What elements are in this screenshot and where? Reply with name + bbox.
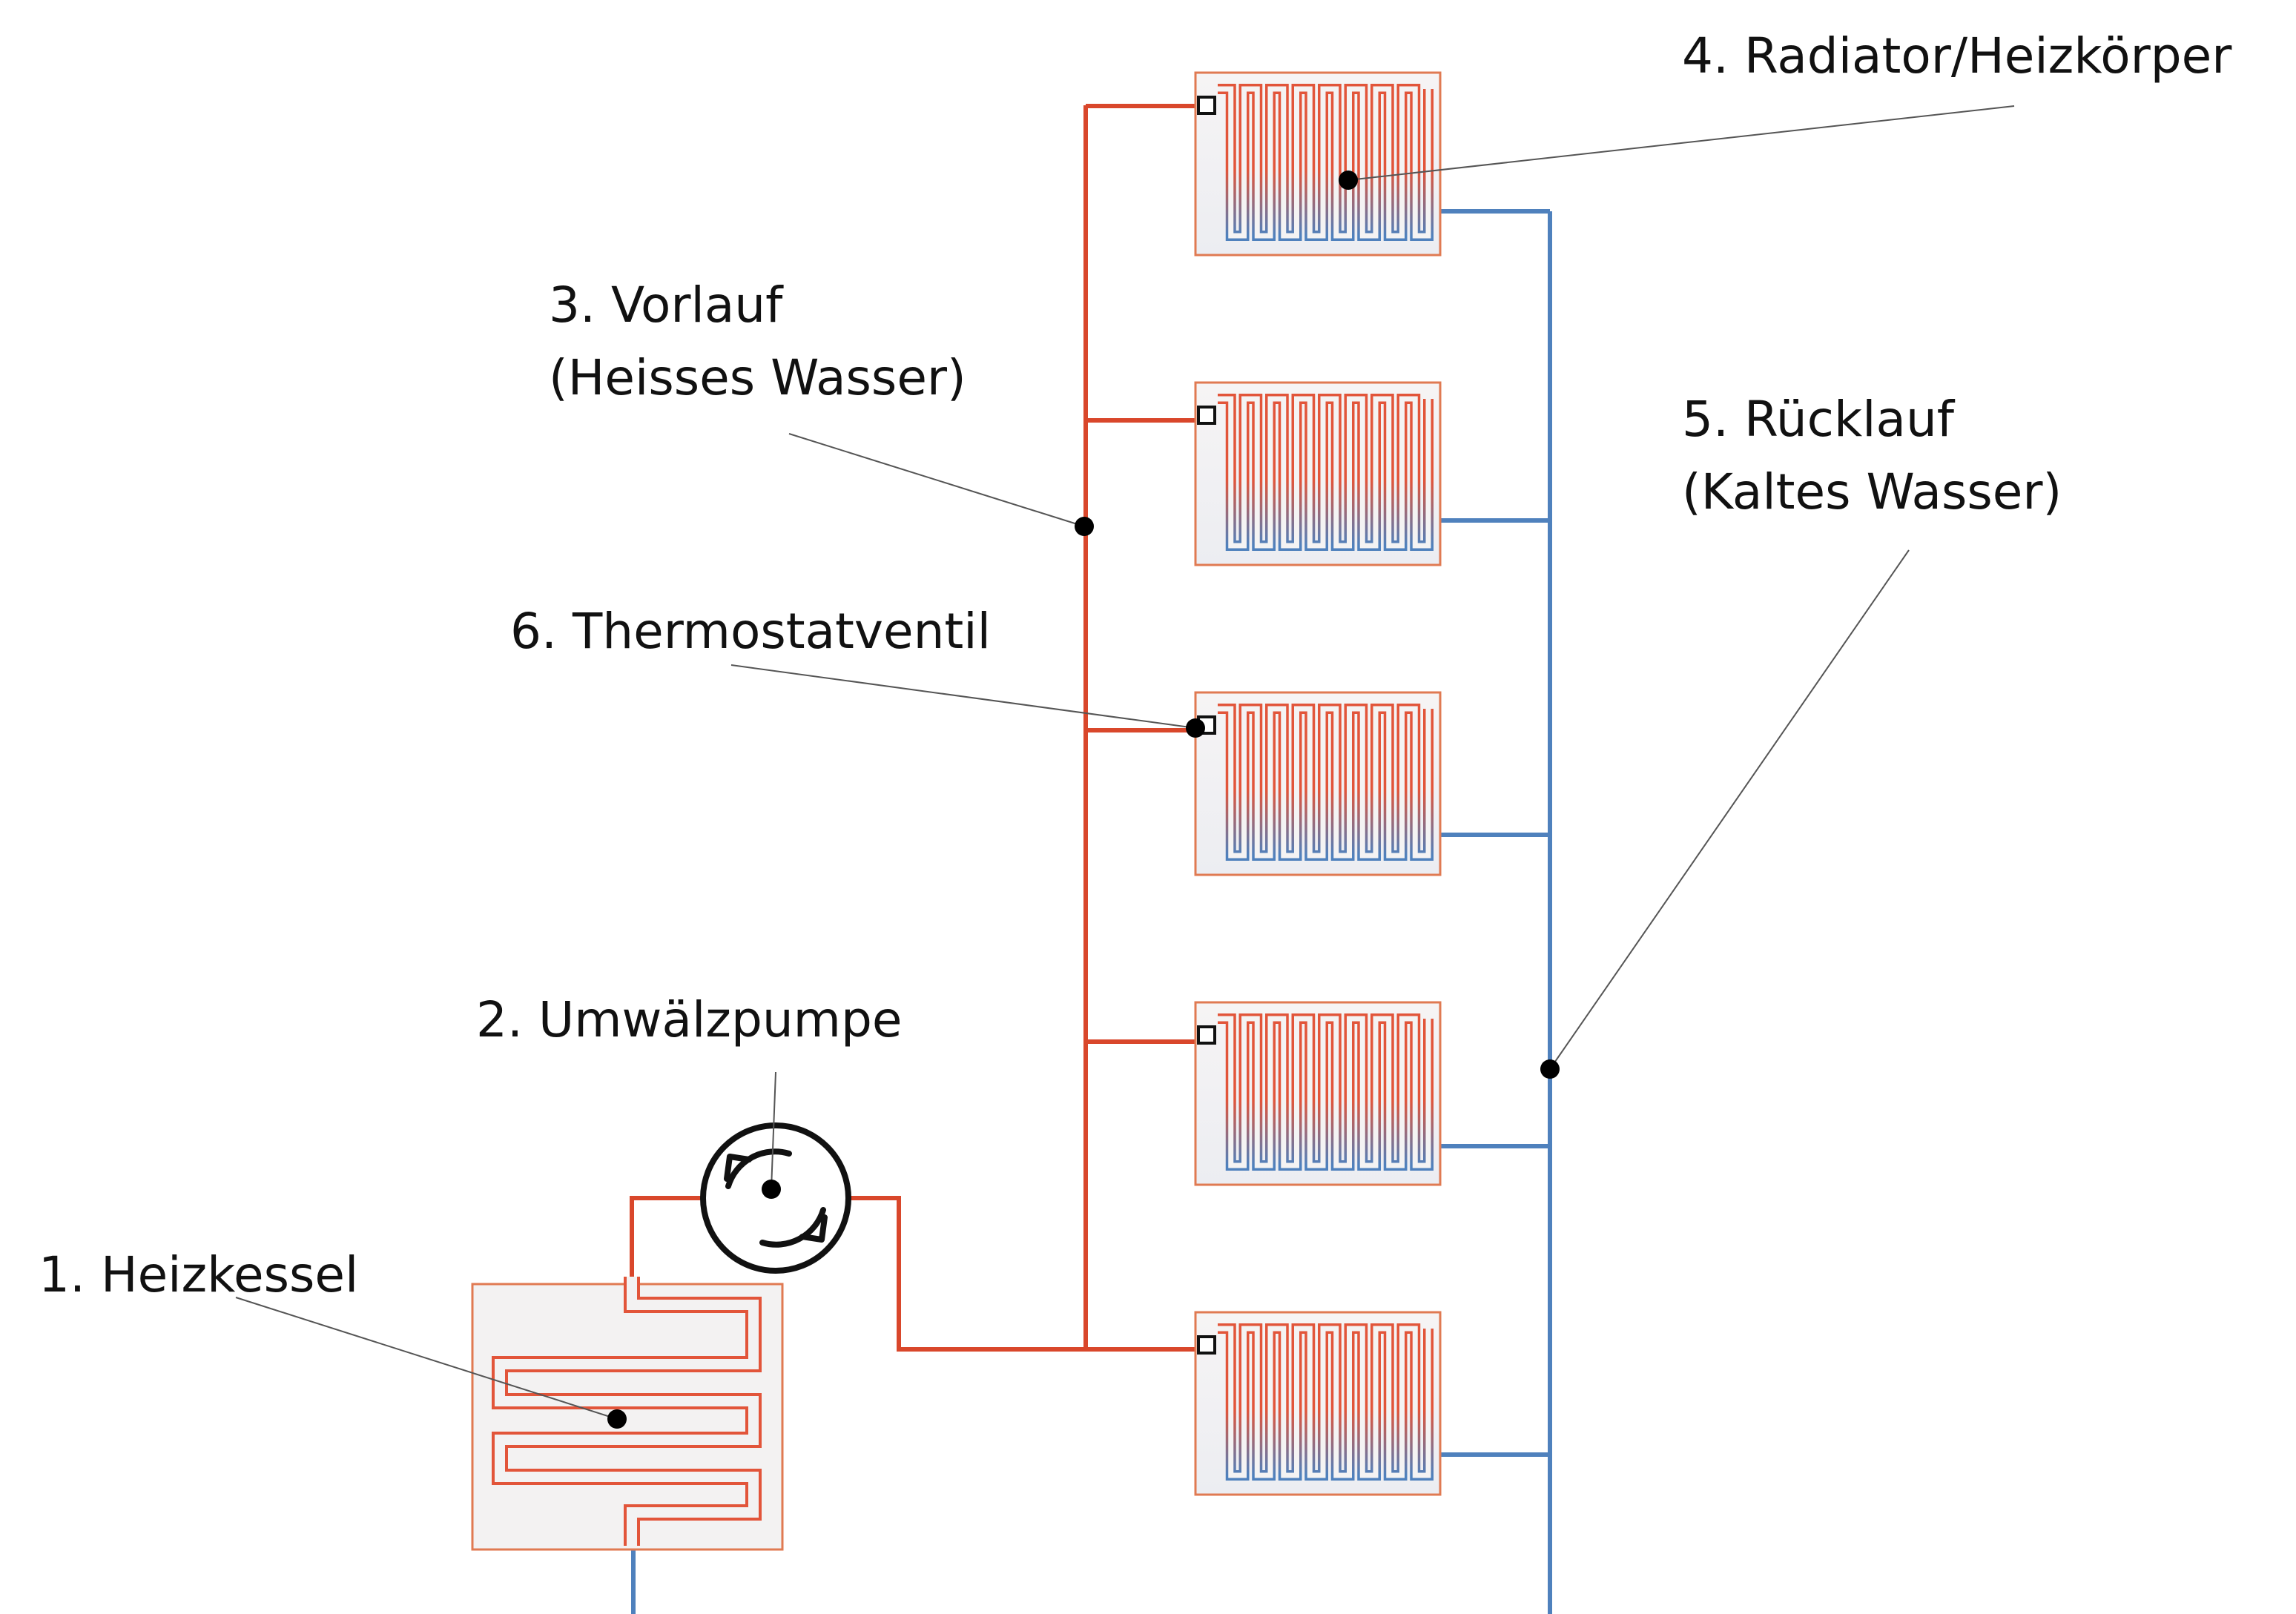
pump-body — [700, 1122, 851, 1274]
leader-boiler — [235, 1297, 618, 1420]
radiator-2 — [1194, 381, 1442, 566]
boiler-coil-inner — [495, 1277, 759, 1546]
radiator-3 — [1194, 691, 1442, 876]
radiator-fins-inner — [1218, 396, 1431, 549]
square-valve-icon — [1197, 96, 1216, 115]
callouts — [235, 105, 2015, 1429]
label-return-line2: (Kaltes Wasser) — [1682, 463, 2062, 520]
dot-boiler — [607, 1409, 627, 1429]
radiator-fins-inner — [1218, 706, 1431, 859]
label-boiler: 1. Heizkessel — [39, 1246, 358, 1303]
boiler — [471, 1277, 784, 1551]
radiator-5 — [1194, 1311, 1442, 1496]
return-pipes — [631, 209, 1552, 1614]
dot-supply — [1075, 517, 1094, 536]
square-valve-icon — [1197, 1335, 1216, 1355]
leader-supply — [788, 433, 1085, 527]
square-valve-icon — [1197, 1025, 1216, 1045]
label-supply-line2: (Heisses Wasser) — [549, 349, 966, 406]
label-return-line1: 5. Rücklauf — [1682, 391, 1956, 448]
supply-pipes — [630, 104, 1198, 1352]
radiator-fins-inner — [1218, 86, 1431, 239]
radiators — [1194, 71, 1442, 1496]
radiator-4 — [1194, 1001, 1442, 1186]
dot-radiator — [1339, 171, 1358, 190]
dot-return — [1540, 1059, 1560, 1079]
label-supply-line1: 3. Vorlauf — [549, 277, 784, 334]
radiator-1 — [1194, 71, 1442, 257]
leader-return — [1549, 549, 1910, 1070]
labels: 1. Heizkessel 2. Umwälzpumpe 3. Vorlauf … — [39, 27, 2232, 1303]
boiler-to-pump-pipe — [630, 1196, 703, 1277]
label-radiator: 4. Radiator/Heizkörper — [1682, 27, 2232, 85]
label-pump: 2. Umwälzpumpe — [476, 991, 902, 1048]
circulation-pump — [700, 1122, 851, 1274]
pump-to-riser-pipe — [850, 1196, 1086, 1352]
leader-pump — [771, 1071, 776, 1190]
radiator-fins-inner — [1218, 1326, 1431, 1478]
radiator-fins-inner — [1218, 1016, 1431, 1168]
leader-valve — [730, 664, 1196, 729]
label-valve: 6. Thermostatventil — [510, 603, 991, 660]
leader-radiator — [1347, 105, 2015, 181]
square-valve-icon — [1197, 406, 1216, 425]
circulation-arrows-icon — [724, 1148, 828, 1248]
return-riser-pipe-main — [631, 211, 1552, 1614]
dot-pump — [762, 1180, 781, 1199]
dot-valve — [1186, 718, 1205, 738]
